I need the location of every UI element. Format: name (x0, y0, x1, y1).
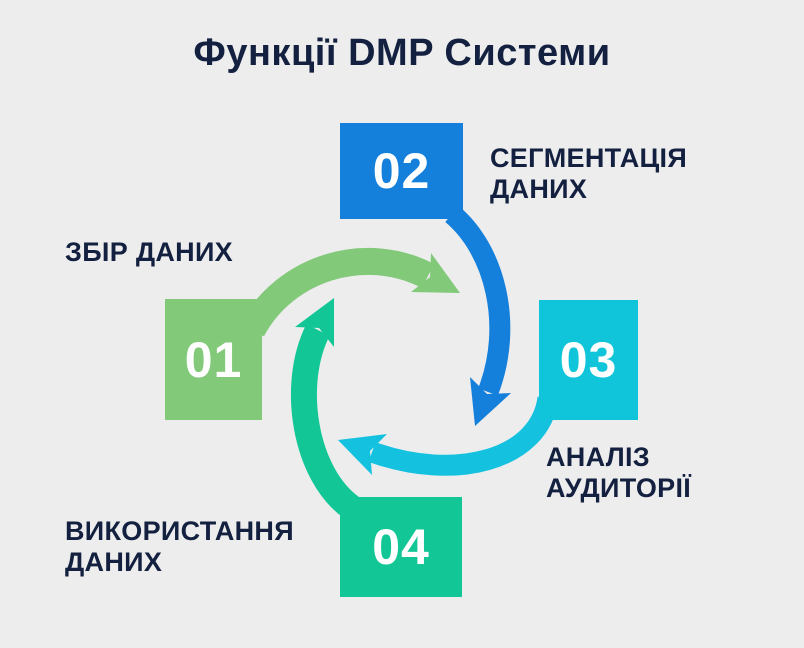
step-02-label: СЕГМЕНТАЦІЯ ДАНИХ (490, 143, 687, 205)
step-02-number: 02 (372, 143, 431, 199)
arrow-02-to-03-head (470, 377, 511, 426)
step-04-number: 04 (372, 519, 430, 575)
step-02-label-line-2: ДАНИХ (490, 174, 588, 204)
step-03-number: 03 (559, 332, 618, 388)
arrow-01-to-02-tail (240, 247, 435, 337)
step-04-box: 04 (340, 497, 462, 597)
step-02-label-line-1: СЕГМЕНТАЦІЯ (490, 143, 688, 173)
arrow-04-to-01-tail (290, 324, 361, 519)
step-03-label: АНАЛІЗ АУДИТОРІЇ (546, 442, 691, 504)
step-01-label: ЗБІР ДАНИХ (65, 237, 233, 268)
step-03-label-line-2: АУДИТОРІЇ (546, 473, 692, 503)
step-01-number: 01 (184, 331, 243, 388)
step-03-label-line-1: АНАЛІЗ (546, 442, 650, 472)
arrow-01-to-02-head (411, 253, 460, 293)
arrow-02-to-03-tail (444, 205, 511, 396)
step-01-box: 01 (165, 299, 262, 420)
arrow-03-to-04-tail (368, 395, 559, 476)
step-03-box: 03 (539, 300, 638, 420)
step-04-label: ВИКОРИСТАННЯ ДАНИХ (65, 516, 294, 578)
step-04-label-line-1: ВИКОРИСТАННЯ (65, 516, 294, 546)
arrow-03-to-04-head (338, 434, 387, 475)
step-01-label-line-1: ЗБІР ДАНИХ (65, 237, 233, 267)
arrow-04-to-01-head (295, 298, 334, 347)
page-title: Функції DMP Системи (193, 32, 611, 74)
step-02-box: 02 (340, 123, 463, 219)
step-04-label-line-2: ДАНИХ (65, 547, 163, 577)
